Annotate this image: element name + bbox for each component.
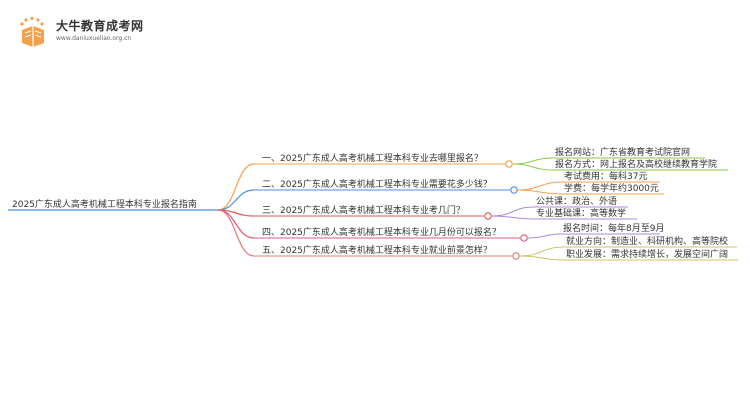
branch-label: 三、2025广东成人高考机械工程本科专业考几门？ — [262, 204, 465, 216]
leaf-label: 公共课：政治、外语 — [536, 195, 617, 207]
leaf-label: 职业发展：需求持续增长，发展空间广阔 — [566, 248, 728, 260]
root-label: 2025广东成人高考机械工程本科专业报名指南 — [12, 198, 197, 210]
brand-url: www.daniuxueliao.org.cn — [56, 35, 132, 42]
branch-node-circle — [484, 212, 492, 220]
branch-label: 二、2025广东成人高考机械工程本科专业需要花多少钱？ — [262, 178, 492, 190]
leaf-connector — [491, 206, 535, 217]
leaf-connector — [517, 189, 563, 195]
branch-label: 一、2025广东成人高考机械工程本科专业去哪里报名？ — [262, 152, 483, 164]
leaf-connector — [519, 255, 565, 261]
leaf-connector — [519, 246, 565, 257]
brand-logo: 大牛教育成考网 www.daniuxueliao.org.cn — [16, 16, 156, 48]
graduation-book-icon — [20, 16, 44, 47]
leaf-label: 学费：每学年约3000元 — [564, 182, 659, 194]
leaf-label: 报名网站：广东省教育考试院官网 — [555, 146, 690, 158]
leaf-connector — [517, 181, 563, 191]
branch-node-circle — [510, 186, 518, 194]
leaf-connector — [512, 163, 554, 171]
leaf-label: 专业基础课：高等数学 — [536, 207, 626, 219]
leaf-connector — [512, 157, 554, 165]
leaf-label: 考试费用：每科37元 — [564, 170, 647, 182]
leaf-label: 就业方向：制造业、科研机构、高等院校 — [566, 235, 728, 247]
branch-node-circle — [505, 160, 513, 168]
branch-label: 四、2025广东成人高考机械工程本科专业几月份可以报名？ — [262, 226, 501, 238]
branch-connector — [217, 209, 255, 257]
branch-label: 五、2025广东成人高考机械工程本科专业就业前景怎样？ — [262, 244, 492, 256]
leaf-connector — [527, 233, 562, 239]
branch-connector — [217, 163, 255, 211]
branch-connector — [217, 189, 255, 211]
leaf-label: 报名方式：网上报名及高校继续教育学院 — [555, 158, 717, 170]
brand-name: 大牛教育成考网 — [56, 19, 144, 33]
branch-node-circle — [520, 234, 528, 242]
leaf-connector — [491, 215, 535, 220]
leaf-label: 报名时间：每年8月至9月 — [563, 222, 664, 234]
branch-node-circle — [512, 252, 520, 260]
